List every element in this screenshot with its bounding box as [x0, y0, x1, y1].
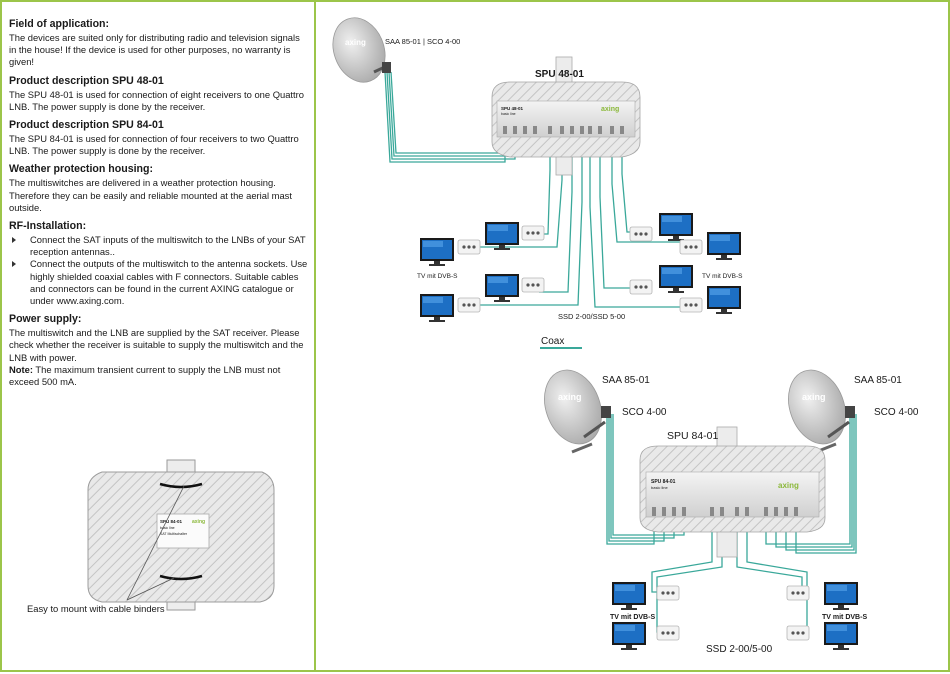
dish-right-lnb: SCO 4-00: [874, 407, 919, 418]
power-body: The multiswitch and the LNB are supplied…: [9, 327, 309, 388]
svg-text:axing: axing: [802, 392, 826, 402]
multiswitch-spu-84-01: SPU 84-01 basic line axing: [639, 445, 826, 533]
dish-label: SAA 85-01 | SCO 4-00: [385, 37, 460, 46]
socket-icon: [786, 625, 810, 641]
tv-icon: [485, 274, 519, 302]
diagram-spu-84-01: axing SAA 85-01 SCO 4-00 axing SAA 85-01…: [544, 369, 919, 655]
svg-text:SPU 84-01: SPU 84-01: [651, 479, 676, 485]
sat-dish-icon: axing: [544, 369, 611, 454]
section-body: The SPU 84-01 is used for connection of …: [9, 133, 299, 157]
power-heading: Power supply:: [9, 313, 82, 326]
tv-icon: [420, 238, 454, 266]
svg-text:SAT Multischalter: SAT Multischalter: [160, 532, 188, 536]
svg-text:SPU 84-01: SPU 84-01: [160, 519, 183, 524]
legend: Coax: [540, 336, 582, 349]
ssd-label: SSD 2-00/SSD 5-00: [558, 312, 625, 321]
svg-text:basic line: basic line: [160, 526, 175, 530]
list-item: Connect the outputs of the multiswitch t…: [9, 258, 309, 307]
sat-dish-icon: axing: [788, 369, 855, 454]
tv-icon: [659, 265, 693, 293]
socket-icon: [629, 279, 653, 295]
tv-icon: [485, 222, 519, 250]
tv-label: TV mit DVB-S: [610, 614, 655, 621]
brand-logo: axing: [778, 481, 799, 490]
tv-icon: [612, 622, 646, 650]
section-body: The SPU 48-01 is used for connection of …: [9, 88, 304, 112]
rf-heading: RF-Installation:: [9, 220, 87, 233]
socket-icon: [457, 297, 481, 313]
tv-icon: [707, 232, 741, 260]
dish-left-model: SAA 85-01: [602, 375, 650, 386]
svg-text:SPU 48-01: SPU 48-01: [501, 106, 524, 111]
tv-icon: [612, 582, 646, 610]
section-heading: Weather protection housing:: [9, 163, 153, 176]
list-item: Connect the SAT inputs of the multiswitc…: [9, 234, 309, 258]
mount-caption: Easy to mount with cable binders: [27, 603, 165, 614]
mount-illustration: SPU 84-01 basic line SAT Multischalter a…: [87, 459, 275, 611]
tv-icon: [824, 582, 858, 610]
tv-icon: [420, 294, 454, 322]
svg-text:basic line: basic line: [501, 112, 516, 116]
socket-icon: [457, 239, 481, 255]
sat-dish-icon: axing: [332, 17, 391, 83]
svg-text:axing: axing: [558, 392, 582, 402]
socket-icon: [521, 225, 545, 241]
svg-text:axing: axing: [192, 519, 205, 525]
power-text: The multiswitch and the LNB are supplied…: [9, 327, 304, 363]
socket-icon: [521, 277, 545, 293]
tv-label: TV mit DVB-S: [417, 273, 458, 280]
switch-title: SPU 84-01: [667, 430, 719, 442]
tv-icon: [659, 213, 693, 241]
dish-left-lnb: SCO 4-00: [622, 407, 667, 418]
tv-icon: [707, 286, 741, 314]
note-label: Note:: [9, 363, 33, 375]
socket-icon: [786, 585, 810, 601]
text-column: Field of application: The devices are su…: [9, 18, 309, 394]
section-heading: Product description SPU 48-01: [9, 74, 164, 87]
dish-right-model: SAA 85-01: [854, 375, 902, 386]
socket-icon: [629, 226, 653, 242]
section-body: The multiswitches are delivered in a wea…: [9, 177, 292, 213]
section-body: The devices are suited only for distribu…: [9, 32, 300, 68]
socket-icon: [679, 297, 703, 313]
rf-list: Connect the SAT inputs of the multiswitc…: [9, 234, 309, 307]
ssd-label: SSD 2-00/5-00: [706, 644, 773, 655]
section-heading: Product description SPU 84-01: [9, 119, 164, 132]
diagram-spu-48-01: axing SAA 85-01 | SCO 4-00 SPU 48-01 SPU…: [332, 17, 743, 322]
switch-title: SPU 48-01: [535, 69, 584, 80]
section-heading: Field of application:: [9, 18, 110, 30]
tv-label: TV mit DVB-S: [822, 614, 867, 621]
socket-icon: [656, 585, 680, 601]
socket-icon: [679, 239, 703, 255]
svg-text:basic line: basic line: [651, 485, 668, 490]
socket-icon: [656, 625, 680, 641]
tv-label: TV mit DVB-S: [702, 273, 743, 280]
multiswitch-spu-48-01: SPU 48-01 basic line axing: [491, 81, 641, 158]
column-divider: [314, 2, 316, 672]
note-text: The maximum transient current to supply …: [9, 363, 281, 388]
svg-text:axing: axing: [345, 38, 366, 47]
tv-icon: [824, 622, 858, 650]
legend-coax: Coax: [541, 336, 564, 347]
brand-logo: axing: [601, 106, 619, 113]
